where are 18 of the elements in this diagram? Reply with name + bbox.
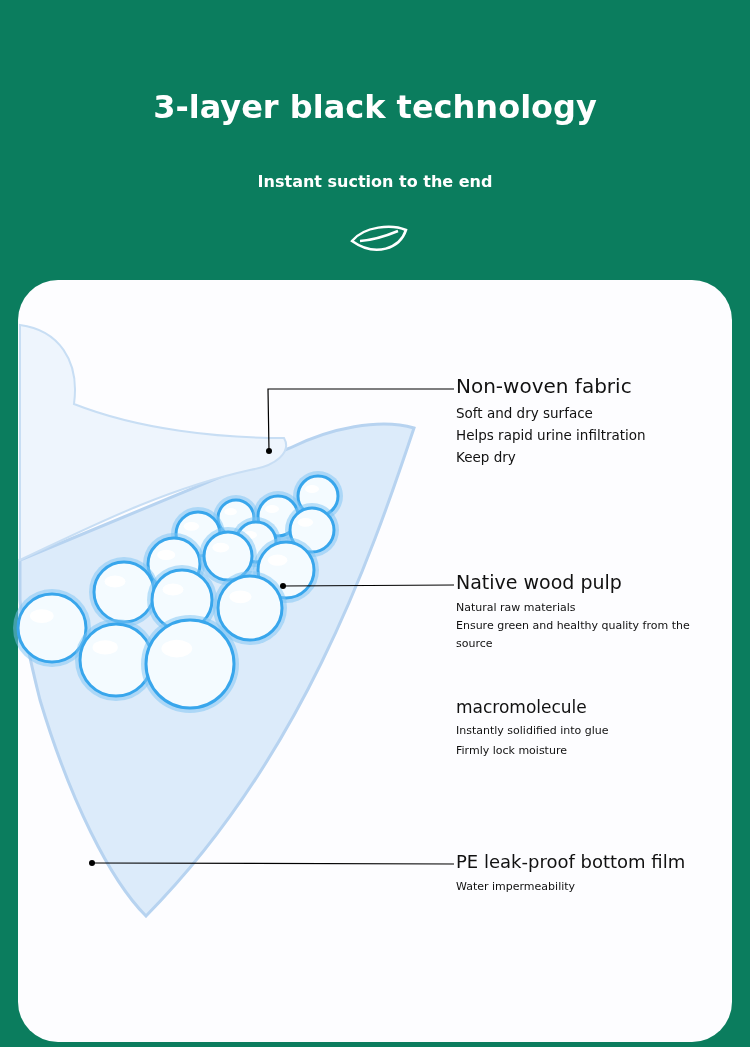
fabric-layer-drawing (19, 324, 288, 561)
layer-description: Water impermeability (456, 879, 577, 895)
layer-description: Soft and dry surface (456, 404, 594, 423)
leader-line (89, 860, 455, 866)
layer-heading: macromolecule (456, 697, 588, 717)
layer-heading: Native wood pulp (456, 571, 623, 593)
title: 3-layer black technology (153, 88, 597, 126)
leader-line (266, 388, 455, 454)
layer-description: Instantly solidified into glue (456, 723, 610, 739)
layer-heading: PE leak-proof bottom film (456, 851, 687, 872)
layer-description: Ensure green and healthy quality from the source (456, 618, 691, 652)
layer-heading: Non-woven fabric (456, 374, 633, 398)
layer-description: Keep dry (456, 448, 517, 467)
leader-line (280, 583, 455, 589)
subtitle: Instant suction to the end (257, 172, 493, 191)
layer-description: Natural raw materials (456, 600, 577, 616)
layer-description: Helps rapid urine infiltration (456, 426, 647, 445)
layer-description: Firmly lock moisture (456, 743, 568, 759)
